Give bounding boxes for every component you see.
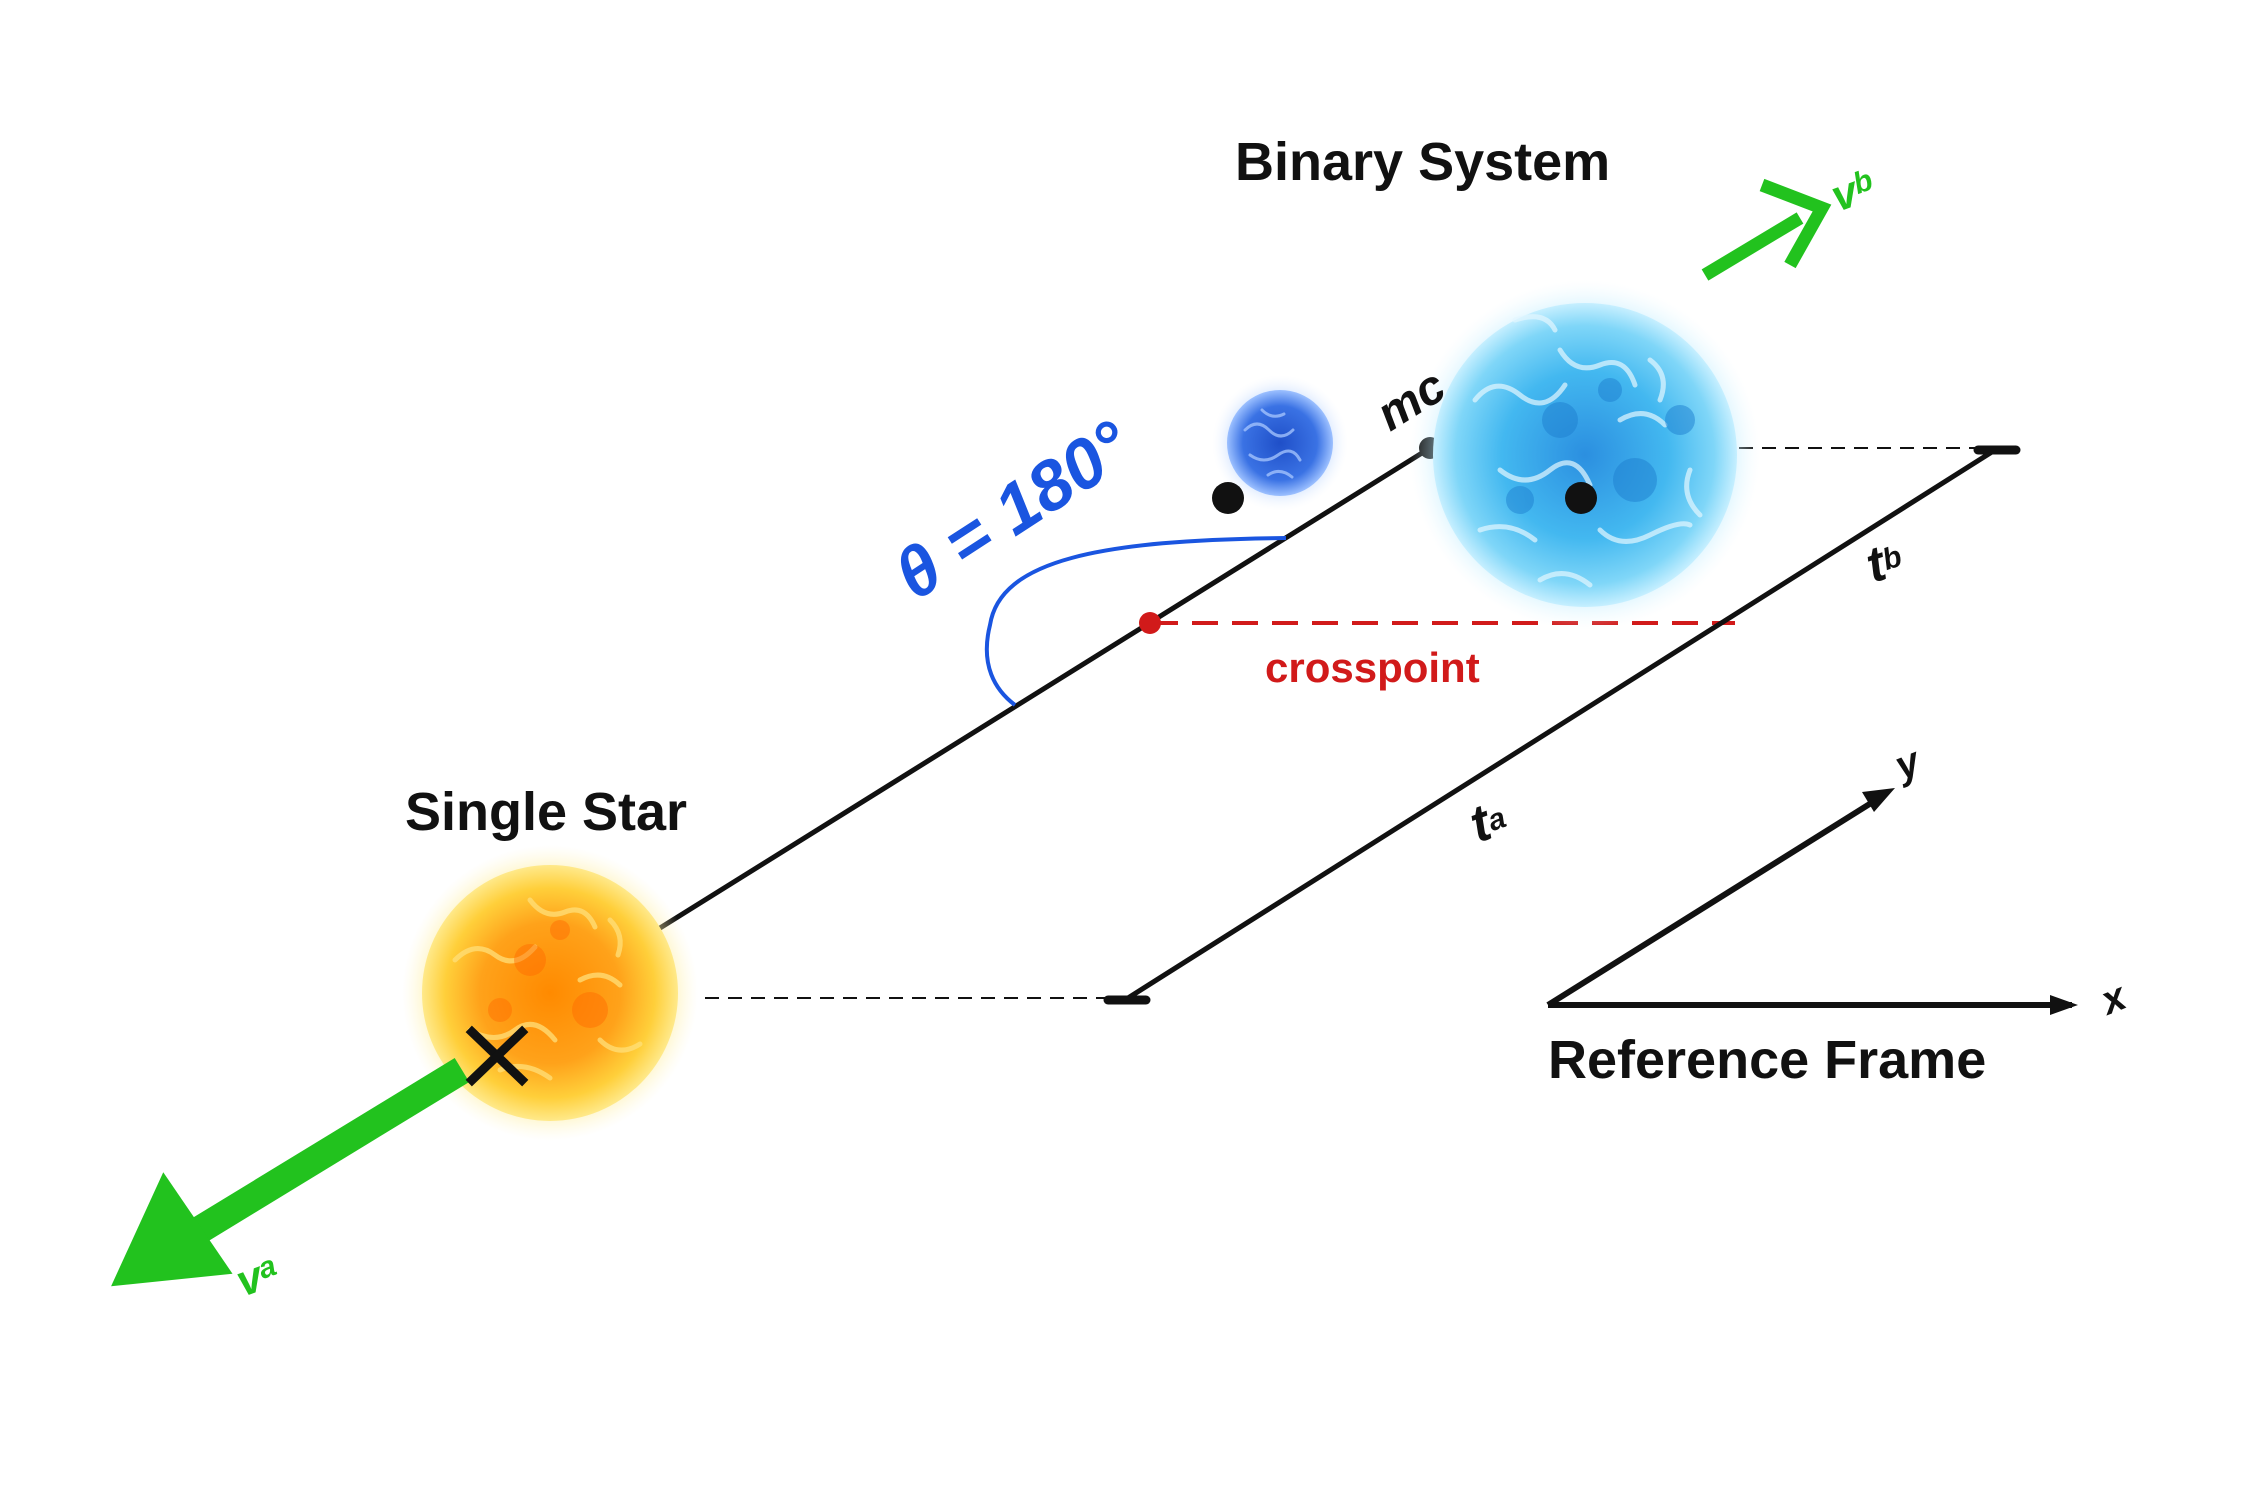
single-star-label: Single Star	[405, 782, 687, 842]
crosspoint-label: crosspoint	[1265, 644, 1480, 691]
axis-y-label: y	[1887, 739, 1928, 790]
trajectory-line-time	[1126, 447, 1997, 1001]
binary-secondary-center-dot-icon	[1212, 482, 1244, 514]
axis-x-label: x	[2093, 974, 2134, 1025]
trajectory-line-main	[658, 445, 1432, 931]
v-a-label: va	[230, 1246, 285, 1306]
t-b-label: tb	[1859, 529, 1910, 593]
velocity-arrow-va	[111, 1058, 470, 1287]
single-star	[402, 845, 698, 1141]
reference-frame-label: Reference Frame	[1548, 1030, 1986, 1090]
binary-secondary-star	[1212, 375, 1348, 511]
v-b-label: vb	[1825, 161, 1882, 222]
binary-primary-center-dot-icon	[1565, 482, 1597, 514]
single-star-x-mark-icon	[465, 1025, 529, 1087]
binary-primary-star	[1410, 280, 1760, 630]
t-a-label: ta	[1462, 788, 1514, 854]
velocity-arrow-vb	[1701, 178, 1832, 281]
crosspoint-dot	[1139, 612, 1161, 634]
reference-frame-axes	[1546, 788, 2078, 1015]
binary-system-label: Binary System	[1235, 132, 1610, 192]
theta-angle-arc	[984, 536, 1287, 707]
